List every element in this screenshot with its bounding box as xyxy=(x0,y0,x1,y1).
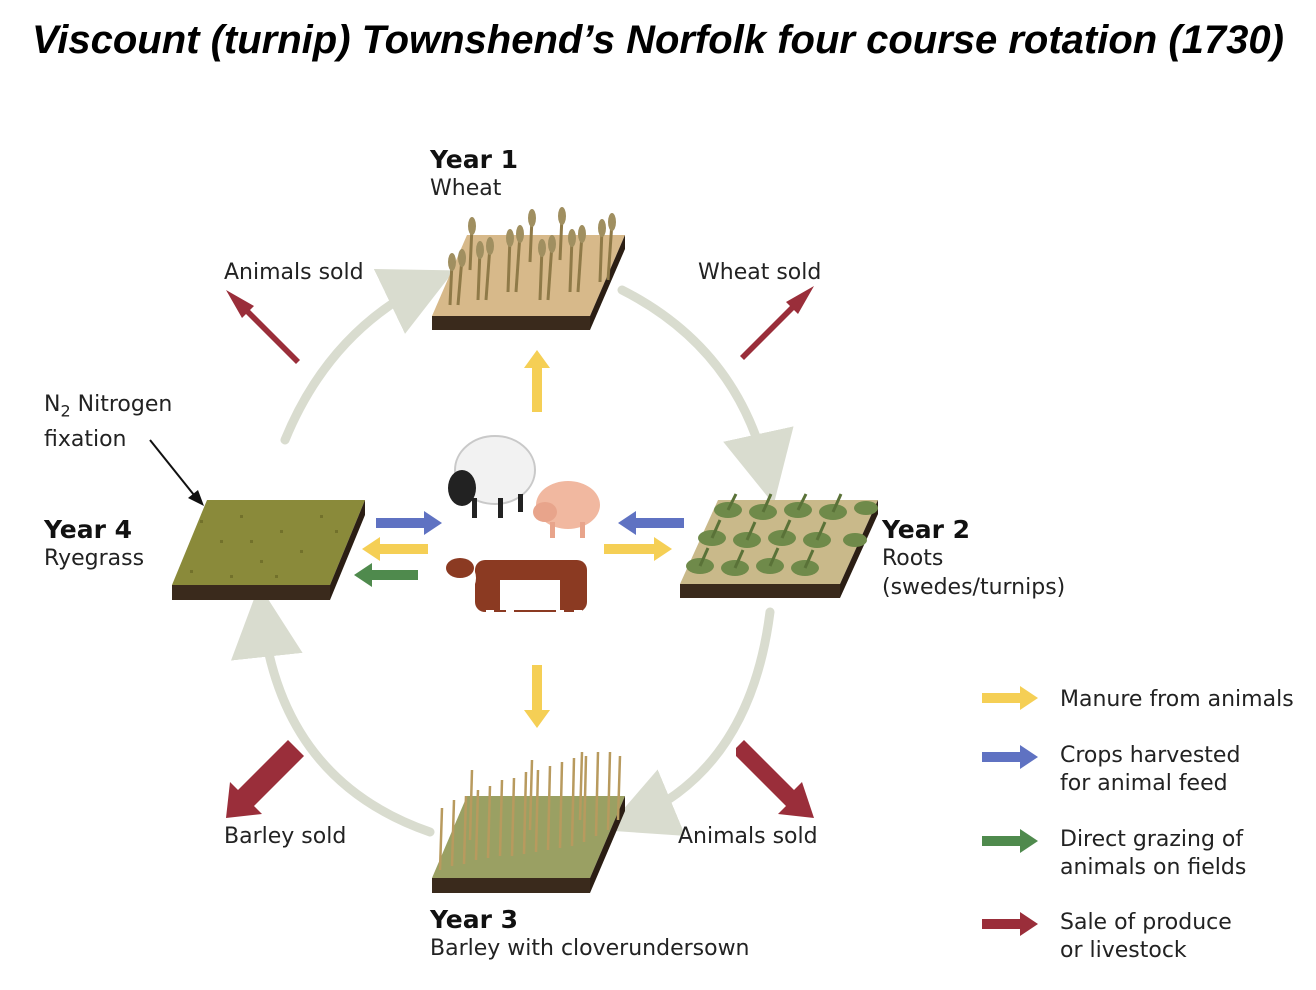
year2-crop: Roots xyxy=(882,546,944,571)
nitrogen-symbol: N xyxy=(44,392,61,417)
legend-arrow-grazing xyxy=(982,829,1038,853)
year1-title: Year 1 xyxy=(430,145,519,174)
feed-arrow-from-year2 xyxy=(618,511,684,535)
page-title: Viscount (turnip) Townshend’s Norfolk fo… xyxy=(32,18,1284,62)
legend-arrow-sale xyxy=(982,912,1038,936)
sale-arrow-top-left xyxy=(226,290,308,364)
sale-arrow-top-right xyxy=(732,286,814,360)
nitrogen-pointer xyxy=(149,439,204,506)
sale-label-top-left: Animals sold xyxy=(224,260,364,285)
year3-crop: Barley with cloverundersown xyxy=(430,936,750,961)
legend-label-sale: Sale of produce or livestock xyxy=(1060,910,1232,963)
cycle-arrow-year4-to-year1 xyxy=(280,269,455,445)
year3-title: Year 3 xyxy=(430,905,519,934)
field-year4-ryegrass xyxy=(172,500,365,600)
cycle-arrow-year2-to-year3 xyxy=(605,607,775,836)
sale-label-bottom-right: Animals sold xyxy=(678,824,818,849)
cycle-arrows xyxy=(231,269,794,837)
manure-arrow-to-year4 xyxy=(362,537,428,561)
pig-illustration xyxy=(533,481,600,538)
year2-title: Year 2 xyxy=(882,515,971,544)
feed-arrow-from-year4 xyxy=(376,511,442,535)
nitrogen-line2: fixation xyxy=(44,427,127,453)
year1-crop: Wheat xyxy=(430,176,502,201)
nitrogen-line1: N2 Nitrogen xyxy=(44,390,172,425)
exchange-arrows xyxy=(354,350,684,728)
cycle-arrow-year3-to-year4 xyxy=(231,585,435,837)
grazing-arrow-to-year4 xyxy=(354,563,418,587)
year2-label: Year 2 Roots (swedes/turnips) xyxy=(882,515,1065,602)
sale-arrow-bottom-right xyxy=(736,740,814,818)
manure-arrow-to-year1 xyxy=(524,350,550,412)
legend-label-feed: Crops harvested for animal feed xyxy=(1060,743,1241,796)
year2-crop-detail: (swedes/turnips) xyxy=(882,575,1066,600)
sale-label-top-right: Wheat sold xyxy=(698,260,822,285)
manure-arrow-to-year2 xyxy=(604,537,672,561)
field-year1-wheat xyxy=(432,207,625,330)
year1-label: Year 1 Wheat xyxy=(430,145,518,203)
sale-label-bottom-left: Barley sold xyxy=(224,824,347,849)
sale-arrow-bottom-left xyxy=(226,740,304,818)
legend-arrows xyxy=(982,686,1038,936)
year4-title: Year 4 xyxy=(44,515,133,544)
year4-crop: Ryegrass xyxy=(44,546,145,571)
field-year2-roots xyxy=(680,493,878,598)
manure-arrow-to-year3 xyxy=(524,665,550,728)
cow-illustration xyxy=(444,558,587,646)
legend-label-manure: Manure from animals xyxy=(1060,687,1294,712)
sheep-illustration xyxy=(448,435,536,518)
legend-arrow-manure xyxy=(982,686,1038,710)
year4-label: Year 4 Ryegrass xyxy=(44,515,144,573)
nitrogen-label: N2 Nitrogen fixation xyxy=(44,390,172,454)
nitrogen-subscript: 2 xyxy=(60,401,71,421)
nitrogen-word: Nitrogen xyxy=(77,392,173,417)
cycle-arrow-year1-to-year2 xyxy=(617,285,794,505)
field-year3-barley xyxy=(432,751,625,893)
sale-arrows xyxy=(226,286,814,818)
legend-arrow-feed xyxy=(982,745,1038,769)
legend-label-grazing: Direct grazing of animals on fields xyxy=(1060,827,1247,880)
year3-label: Year 3 Barley with cloverundersown xyxy=(430,905,750,963)
